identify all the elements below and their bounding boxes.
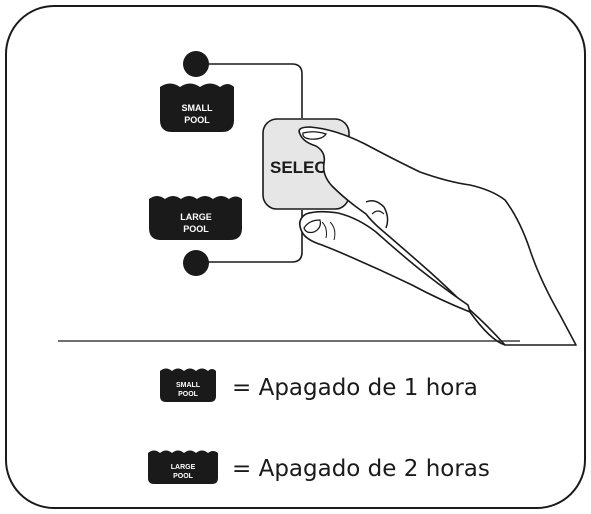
legend-small-icon-line2: POOL: [178, 391, 199, 398]
small-pool-indicator-light: [183, 51, 209, 77]
legend-large-pool-icon: LARGE POOL: [148, 450, 218, 484]
large-pool-icon-line2: POOL: [183, 224, 209, 234]
legend-small-text: = Apagado de 1 hora: [232, 375, 478, 401]
legend-row-small: SMALL POOL = Apagado de 1 hora: [160, 368, 478, 402]
outer-frame: [5, 5, 586, 509]
large-pool-indicator-light: [183, 250, 209, 276]
legend-large-icon-line2: POOL: [173, 473, 194, 480]
connector-bottom: [198, 210, 303, 263]
legend-large-icon-line1: LARGE: [171, 464, 196, 471]
small-pool-icon-line2: POOL: [184, 115, 210, 125]
legend-small-icon-line1: SMALL: [176, 382, 201, 389]
large-pool-icon: LARGE POOL: [149, 196, 242, 240]
connector-top: [198, 63, 303, 118]
large-pool-icon-line1: LARGE: [180, 212, 212, 222]
small-pool-icon-line1: SMALL: [182, 103, 213, 113]
legend-large-text: = Apagado de 2 horas: [232, 456, 490, 482]
hand-illustration: [298, 126, 577, 346]
small-pool-icon: SMALL POOL: [160, 83, 234, 132]
select-button-label: SELECT: [270, 158, 338, 177]
legend-small-pool-icon: SMALL POOL: [160, 368, 216, 402]
legend-row-large: LARGE POOL = Apagado de 2 horas: [148, 450, 490, 484]
